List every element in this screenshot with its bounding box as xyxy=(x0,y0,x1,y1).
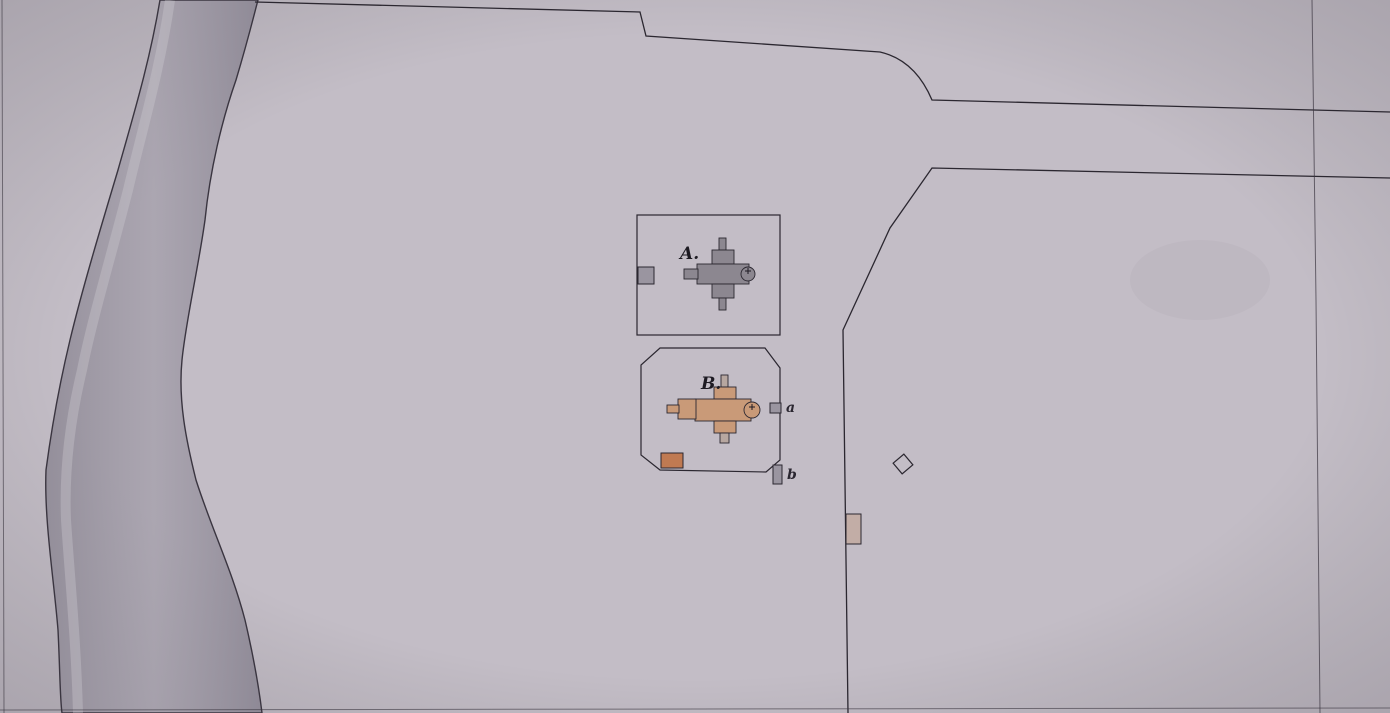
river-channel xyxy=(45,0,263,713)
marker-b-label: b xyxy=(787,467,797,483)
church-b-plan xyxy=(666,374,761,444)
enclosure-b-boundary xyxy=(640,347,781,473)
property-boundary-north xyxy=(254,1,1390,113)
plan-b-label: B. xyxy=(700,374,721,394)
enclosure-a-boundary xyxy=(636,214,781,336)
marker-a-label: a xyxy=(786,400,795,416)
enclosure-b-outbuilding xyxy=(660,452,684,469)
boundary-structure xyxy=(845,513,862,545)
enclosure-a-outbuilding xyxy=(637,266,655,285)
marker-b-structure xyxy=(772,464,783,485)
map-sheet-right-edge xyxy=(1311,0,1321,713)
property-boundary-east-parcel xyxy=(842,167,1390,713)
church-a-plan xyxy=(683,237,756,311)
plan-a-label: A. xyxy=(678,244,699,264)
marker-a-structure xyxy=(769,402,782,414)
map-sheet-bottom-edge xyxy=(0,707,1390,711)
paper-stain xyxy=(1130,240,1270,320)
river-bank-shading xyxy=(60,0,175,713)
east-parcel-structure xyxy=(892,453,914,475)
map-sheet-left-edge xyxy=(1,0,5,713)
